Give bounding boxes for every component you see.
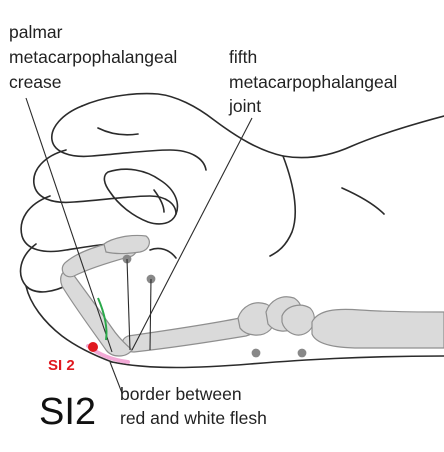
hand-outline bbox=[19, 92, 444, 369]
palmar-crease-label-line3: crease bbox=[9, 72, 62, 92]
point-label-small: SI 2 bbox=[48, 357, 75, 374]
leader-lines bbox=[25, 97, 253, 394]
palmar-crease-label-line1: palmar bbox=[9, 22, 63, 42]
point-label-big: SI2 bbox=[39, 391, 96, 433]
border-label-line1: border between bbox=[120, 384, 242, 404]
palmar-crease-label-line2: metacarpophalangeal bbox=[9, 47, 177, 67]
si2-point-marker bbox=[88, 342, 98, 352]
border-label-line2: red and white flesh bbox=[120, 408, 267, 428]
fifth-joint-label-line2: metacarpophalangeal bbox=[229, 72, 397, 92]
palmar-crease-line bbox=[97, 297, 108, 341]
fifth-joint-label-line1: fifth bbox=[229, 47, 257, 67]
bones bbox=[60, 234, 444, 357]
fifth-joint-label-line3: joint bbox=[228, 96, 261, 116]
